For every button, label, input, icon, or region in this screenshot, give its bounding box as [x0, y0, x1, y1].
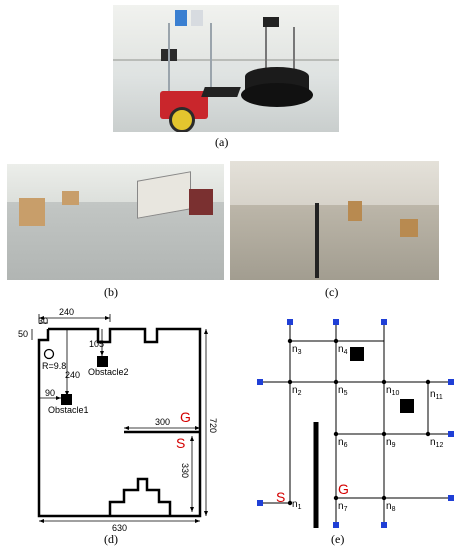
- node-n11: n11: [430, 389, 443, 401]
- node-n3: n3: [292, 344, 302, 356]
- map-wall: [37, 327, 202, 518]
- dim-goal-arm: 300: [155, 417, 170, 427]
- photo-environment-right: [230, 161, 439, 280]
- node-n8: n8: [386, 501, 396, 513]
- node-n10: n10: [386, 385, 399, 397]
- node-n9: n9: [386, 437, 396, 449]
- graph-obstacle-2: [400, 399, 414, 413]
- node-n7: n7: [338, 501, 348, 513]
- photo-environment-left: [7, 164, 224, 280]
- photo-robots: [113, 5, 339, 132]
- dim-top-width: 240: [59, 307, 74, 317]
- node-n12: n12: [430, 437, 443, 449]
- label-obstacle2: Obstacle2: [88, 367, 129, 377]
- dim-obs2-drop: 105: [89, 339, 104, 349]
- map-bottom-bump: [108, 477, 172, 516]
- obstacle2-square: [97, 356, 108, 367]
- caption-e: (e): [331, 532, 345, 546]
- graph-obstacle-1: [350, 347, 364, 361]
- goal-marker: G: [180, 409, 191, 425]
- node-graph-diagram: n3 n4 n2 n5 n10 n11 n6 n9 n12 n1 n7 n8 S…: [257, 319, 454, 528]
- node-n1: n1: [292, 499, 302, 511]
- caption-d: (d): [104, 532, 118, 546]
- dim-obs1-x: 90: [45, 388, 55, 398]
- terminal-points: [257, 319, 454, 528]
- caption-b: (b): [104, 285, 118, 299]
- start-marker-e: S: [276, 489, 285, 505]
- dim-obs1-drop: 240: [65, 370, 80, 380]
- dim-corner-x: 30: [38, 316, 48, 326]
- dim-height: 720: [208, 418, 218, 433]
- node-n2: n2: [292, 385, 302, 397]
- caption-a: (a): [215, 135, 229, 149]
- start-marker: S: [176, 435, 185, 451]
- caption-c: (c): [325, 285, 339, 299]
- dim-goal-to-bottom: 330: [180, 463, 190, 478]
- goal-marker-e: G: [338, 481, 349, 497]
- map-dimensions-diagram: 240 30 50 105 R=9.8 240 90 Obstacle1 Obs…: [18, 307, 218, 532]
- label-obstacle1: Obstacle1: [48, 405, 89, 415]
- node-n6: n6: [338, 437, 348, 449]
- robot-radius-circle: [43, 348, 55, 360]
- obstacle1-square: [61, 394, 72, 405]
- node-n5: n5: [338, 385, 348, 397]
- dim-corner-y: 50: [18, 329, 28, 339]
- dim-radius: R=9.8: [42, 361, 66, 371]
- node-n4: n4: [338, 344, 348, 356]
- dim-width: 630: [112, 523, 127, 532]
